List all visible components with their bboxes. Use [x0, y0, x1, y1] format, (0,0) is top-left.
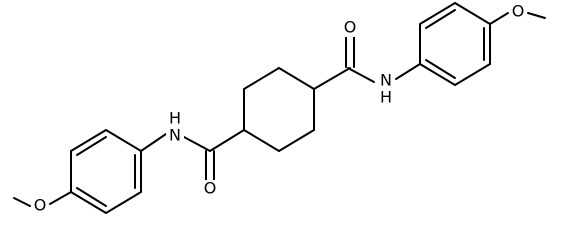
bond-layer — [13, 2, 546, 214]
left-aryl-ring-bond-5 — [105, 191, 142, 214]
oxygen-carbonyl-top-label: O — [344, 18, 357, 37]
methoxy-oxygen-bond-bottom — [49, 191, 72, 205]
left-aryl-ring-bond-2 — [70, 129, 107, 152]
right-amide-nitrogen-background — [377, 72, 395, 109]
methoxy-oxygen-bond-top — [489, 12, 509, 25]
oxygen-methoxy-bottom-label: O — [34, 196, 47, 215]
right-aryl-ring-bond-1 — [454, 2, 491, 25]
left-ring-to-carbonyl-bond — [209, 129, 245, 152]
chemical-structure-svg: O N H O H N O O — [13, 2, 546, 215]
chemical-structure-canvas: O N H O H N O O — [13, 1, 546, 215]
cyclohexane-bond-2 — [278, 67, 315, 90]
oxygen-methoxy-top-background — [510, 3, 526, 21]
right-amide-nitrogen-label: N — [380, 71, 392, 90]
oxygen-methoxy-bottom-background — [31, 197, 49, 215]
oxygen-carbonyl-bottom-label: O — [204, 179, 217, 198]
left-aryl-ring-bond-4 — [70, 191, 107, 214]
methyl-bond-bottom — [13, 197, 31, 207]
right-aryl-inner-double-2 — [425, 59, 456, 79]
oxygen-carbonyl-top-background — [341, 19, 359, 37]
right-aryl-ring-bond-4 — [419, 63, 456, 86]
left-aryl-inner-double-1 — [76, 136, 107, 156]
cyclohexane-bond-6 — [278, 129, 315, 152]
atom-label-layer: O N H O H N O O — [31, 2, 526, 215]
cyclohexane-bond-5 — [243, 129, 280, 152]
cyclohexane-bond-3 — [243, 67, 280, 90]
methyl-bond-top — [527, 12, 546, 19]
left-amide-nitrogen-background — [166, 110, 184, 147]
cyclohexane-bond-1 — [313, 67, 351, 90]
left-amide-n-aryl-bond — [140, 133, 167, 152]
left-aryl-ring-bond-1 — [105, 129, 142, 152]
right-aryl-ring-bond-5 — [454, 63, 491, 86]
right-amide-n-carbonyl-bond — [347, 67, 375, 83]
left-amide-hydrogen-label: H — [169, 109, 181, 128]
left-aryl-inner-double-2 — [76, 187, 107, 207]
oxygen-methoxy-top-label: O — [512, 2, 525, 21]
right-aryl-inner-double-1 — [425, 9, 456, 29]
right-amide-n-aryl-bond — [395, 63, 421, 80]
left-amide-nitrogen-label: N — [169, 126, 181, 145]
right-amide-hydrogen-label: H — [380, 88, 392, 107]
right-aryl-ring-bond-2 — [419, 2, 456, 25]
left-carbonyl-n-bond — [183, 136, 211, 152]
oxygen-carbonyl-bottom-background — [201, 180, 219, 198]
